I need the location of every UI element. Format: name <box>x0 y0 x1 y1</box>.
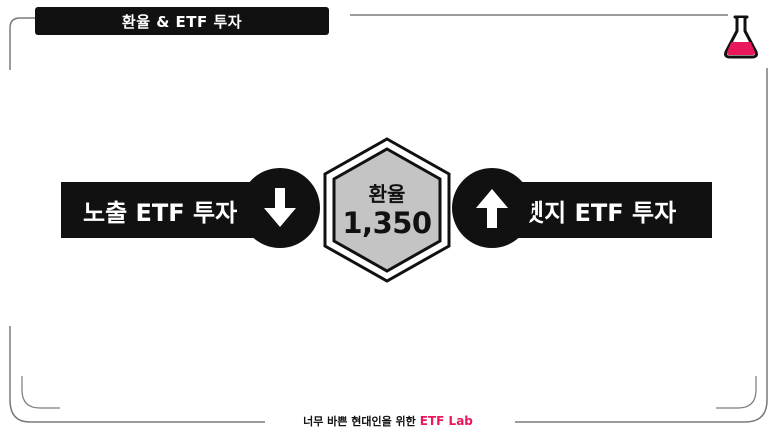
exchange-rate-label: 환율 <box>368 182 406 206</box>
flask-icon <box>724 15 758 59</box>
footer-brand: ETF Lab <box>419 414 473 428</box>
rate-up-indicator <box>452 168 532 248</box>
hedge-etf-label: 헷지 ETF 투자 <box>522 198 677 227</box>
arrow-down-icon <box>264 188 296 227</box>
exchange-rate-badge: 환율 1,350 <box>322 137 452 283</box>
arrow-up-icon <box>476 189 508 228</box>
exchange-rate-value: 1,350 <box>342 206 432 240</box>
footer-text: 너무 바쁜 현대인을 위한 <box>303 415 416 428</box>
rate-down-indicator <box>240 168 320 248</box>
hexagon-shape <box>323 137 451 283</box>
header-title: 환율 & ETF 투자 <box>35 7 329 35</box>
exposure-etf-label: 노출 ETF 투자 <box>83 198 238 227</box>
